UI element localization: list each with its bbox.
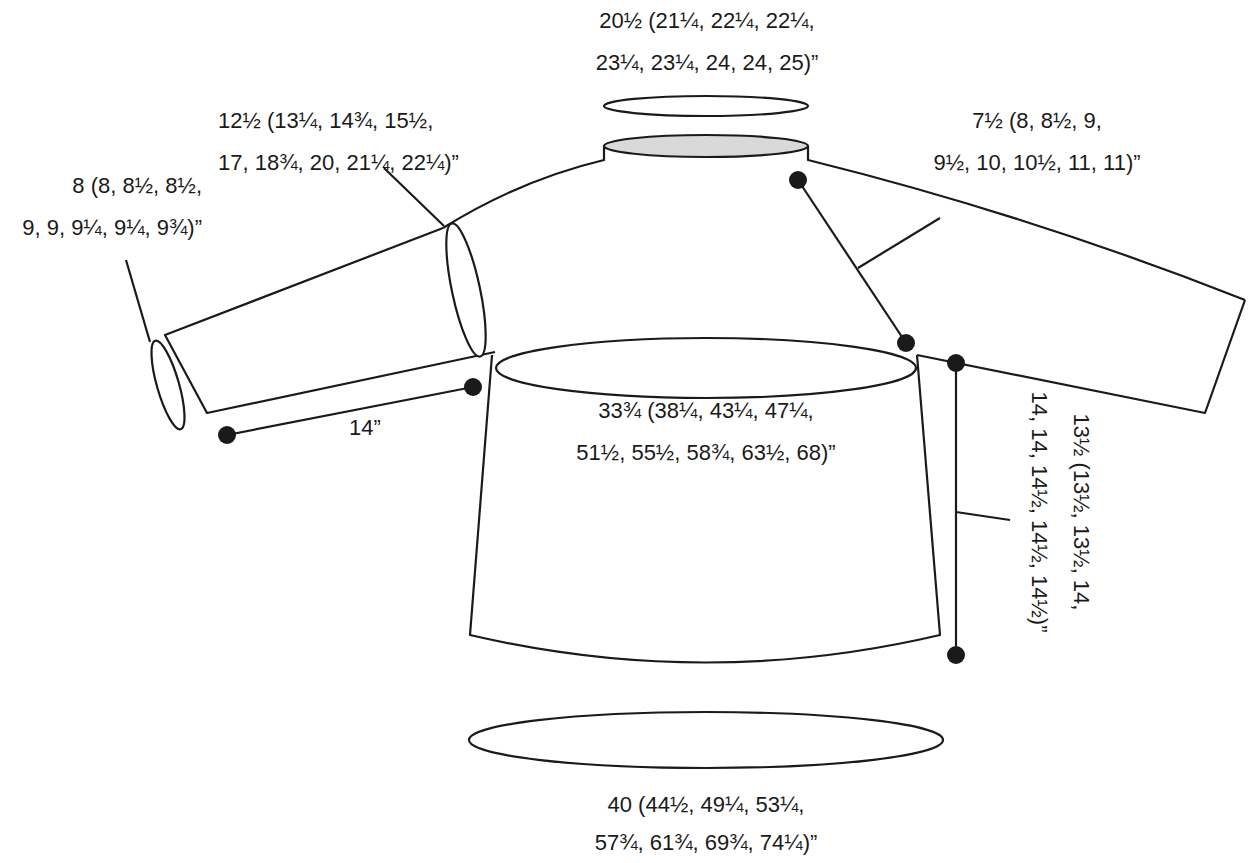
cuff-ellipse [145, 338, 192, 433]
dimension-label: 14” [349, 407, 381, 449]
dimension-label: 12½ (13¼, 14¾, 15½, 17, 18¾, 20, 21¼, 22… [218, 100, 459, 184]
dimension-label: 7½ (8, 8½, 9, 9½, 10, 10½, 11, 11)” [933, 100, 1140, 184]
dimension-label: 20½ (21¼, 22¼, 22¼, 23¼, 23¼, 24, 24, 25… [596, 0, 819, 84]
dimension-label: 33¾ (38¼, 43¼, 47¼, 51½, 55½, 58¾, 63½, … [576, 390, 835, 474]
body-outline [470, 355, 940, 663]
dimension-dot [218, 426, 236, 444]
leader-line [956, 512, 1010, 520]
leader-line [126, 260, 150, 342]
dimension-label: 8 (8, 8½, 8½, 9, 9, 9¼, 9¼, 9¾)” [22, 165, 202, 249]
dimension-dot [947, 646, 965, 664]
dimension-dot [789, 171, 807, 189]
leader-line [384, 168, 444, 226]
dimension-dot [897, 334, 915, 352]
side-dimension-line [955, 363, 957, 655]
neckband-top [604, 135, 808, 157]
dimension-label: 13½ (13½, 13½, 14, 14, 14, 14½, 14½, 14½… [1018, 392, 1102, 633]
left-sleeve [165, 228, 495, 413]
raglan-dimension-line [798, 180, 906, 343]
leader-line [858, 218, 940, 268]
chest-ellipse [496, 338, 916, 398]
armhole-ellipse [438, 221, 494, 360]
dimension-label: 40 (44½, 49¼, 53¼, 57¾, 61¾, 69¾, 74¼)” [595, 786, 818, 862]
left-yoke [443, 146, 604, 228]
neck-ellipse [604, 96, 808, 116]
hem-ellipse [469, 712, 943, 768]
dimension-dot [947, 354, 965, 372]
dimension-dot [464, 378, 482, 396]
right-sleeve [917, 300, 1245, 413]
